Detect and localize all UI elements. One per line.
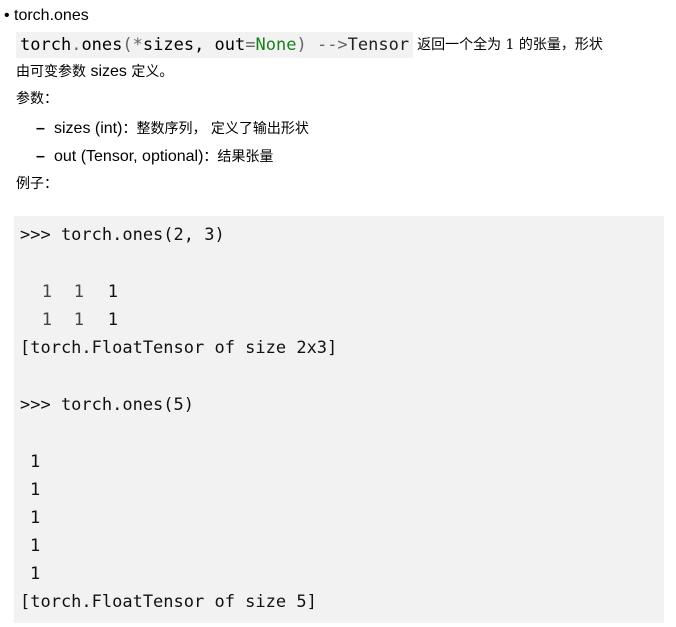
vector-item: 1: [30, 480, 41, 500]
code-type-2: [torch.FloatTensor of size 5]: [20, 592, 317, 612]
code-prompt-1: >>> torch.ones(2, 3): [20, 225, 225, 245]
sig-arg-out: out: [214, 35, 246, 55]
param-name: sizes (int): [54, 120, 123, 137]
param-item-sizes: –sizes (int)：整数序列， 定义了输出形状: [36, 117, 309, 141]
param-item-out: –out (Tensor, optional)：结果张量: [36, 145, 273, 169]
matrix-cell: 1: [73, 282, 84, 302]
doc-heading: •torch.ones: [4, 5, 89, 27]
param-name: out (Tensor, optional): [54, 148, 204, 165]
matrix-cell: 1: [107, 310, 118, 330]
heading-title: torch.ones: [14, 7, 89, 24]
matrix-cell: 1: [107, 282, 118, 302]
params-heading: 参数：: [16, 91, 58, 107]
signature-code: torch.ones(*sizes, out=None) -->Tensor: [16, 32, 414, 58]
param-desc: ：整数序列， 定义了输出形状: [122, 121, 309, 137]
example-code-block: >>> torch.ones(2, 3) 1 1 1 1 1 1 [torch.Floa…: [14, 216, 664, 623]
bullet-icon: •: [4, 7, 10, 24]
matrix-cell: 1: [41, 282, 52, 302]
param-desc: ：结果张量: [203, 149, 274, 165]
sig-return-type: Tensor: [347, 35, 410, 55]
sig-name: ones: [81, 35, 123, 55]
description-sizes-word: sizes: [90, 63, 127, 80]
vector-item: 1: [30, 536, 41, 556]
sig-equals: =: [245, 35, 256, 55]
matrix-cell: 1: [41, 310, 52, 330]
dash-icon: –: [36, 148, 45, 165]
matrix-cell: 1: [73, 310, 84, 330]
sig-open-paren: (: [122, 35, 133, 55]
example-heading: 例子：: [16, 176, 58, 192]
code-type-1: [torch.FloatTensor of size 2x3]: [20, 338, 338, 358]
description-line2: 由可变参数 sizes 定义。: [16, 60, 173, 84]
vector-item: 1: [30, 508, 41, 528]
sig-arg-sizes: sizes,: [142, 35, 215, 55]
description-part2a: 由可变参数: [16, 64, 91, 80]
matrix-row: 1 1 1: [20, 306, 118, 334]
sig-arrow: -->: [306, 35, 348, 55]
sig-star: *: [132, 35, 143, 55]
matrix-row: 1 1 1: [20, 278, 118, 306]
vector-item: 1: [30, 564, 41, 584]
description-part2b: 定义。: [126, 64, 174, 80]
sig-module: torch: [20, 35, 72, 55]
code-prompt-2: >>> torch.ones(5): [20, 395, 194, 415]
sig-close-paren: ): [296, 35, 307, 55]
dash-icon: –: [36, 120, 45, 137]
sig-default-none: None: [255, 35, 297, 55]
sig-dot: .: [71, 35, 82, 55]
description-part1: 返回一个全为 1 的张量，形状: [417, 37, 603, 53]
vector-item: 1: [30, 452, 41, 472]
